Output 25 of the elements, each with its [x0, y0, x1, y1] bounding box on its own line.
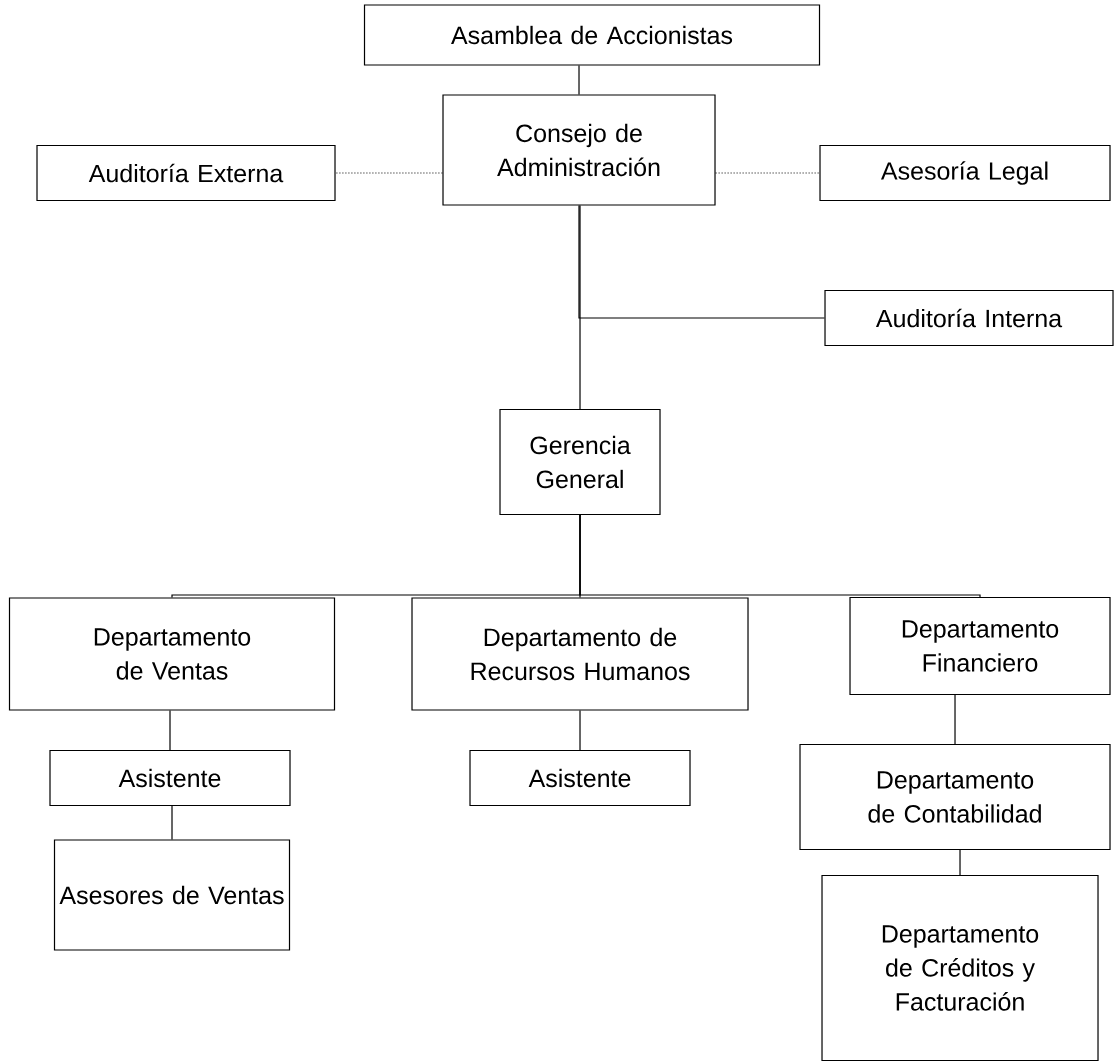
connector-line [715, 172, 820, 174]
connector-line [579, 710, 581, 751]
org-box: Departamento de Ventas [8, 597, 336, 711]
org-box: Asistente [49, 749, 291, 807]
org-box: Auditoría Externa [36, 144, 336, 202]
connector-line [578, 65, 580, 95]
org-box: Departamento de Recursos Humanos [411, 597, 749, 711]
org-box: Asesores de Ventas [53, 839, 291, 951]
org-box: Departamento Financiero [849, 596, 1111, 696]
connector-line [954, 694, 956, 745]
connector-line [335, 172, 443, 174]
connector-line [578, 205, 825, 319]
connector-line [169, 710, 171, 751]
org-box: Departamento de Contabilidad [799, 743, 1111, 851]
connector-line [579, 205, 581, 410]
org-box: Gerencia General [499, 408, 661, 516]
connector-line [959, 849, 961, 876]
org-box: Auditoría Interna [824, 289, 1114, 347]
org-box: Asamblea de Accionistas [363, 4, 821, 66]
org-box: Consejo de Administración [442, 94, 716, 206]
connector-line [579, 514, 981, 598]
org-box: Departamento de Créditos y Facturación [821, 874, 1099, 1062]
org-box: Asesoría Legal [819, 144, 1111, 202]
connector-line [171, 805, 173, 840]
org-box: Asistente [469, 749, 691, 807]
